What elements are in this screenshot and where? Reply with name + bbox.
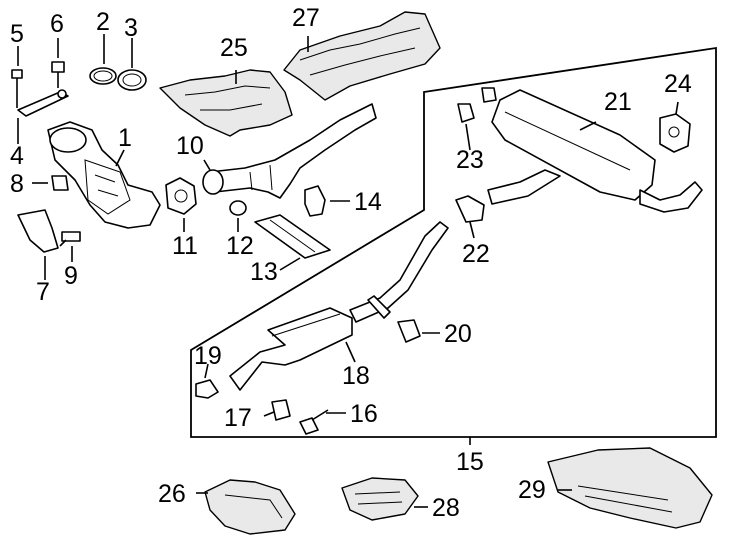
intermediate-pipe-18 <box>229 221 449 391</box>
callout-6: 6 <box>50 10 64 38</box>
callout-2: 2 <box>96 8 110 36</box>
bracket-7 <box>17 209 59 253</box>
callout-8: 8 <box>10 170 24 198</box>
bracket-13 <box>254 214 331 259</box>
insulator-20 <box>397 319 421 343</box>
shield-29 <box>547 447 713 529</box>
callout-10: 10 <box>176 132 204 160</box>
callout-25: 25 <box>220 34 248 62</box>
callout-18: 18 <box>342 362 370 390</box>
clamp-2 <box>89 67 117 85</box>
callout-23: 23 <box>456 146 484 174</box>
clamp-19 <box>195 379 219 399</box>
bolt-5 <box>11 69 23 108</box>
bracket-4 <box>17 89 69 117</box>
callout-20: 20 <box>444 320 472 348</box>
bolt-9 <box>59 231 81 247</box>
clamp-3 <box>117 69 147 91</box>
front-pipe-10 <box>202 103 377 199</box>
callout-16: 16 <box>350 400 378 428</box>
assembly-15-frame <box>190 46 717 438</box>
gasket-11 <box>165 177 197 215</box>
callout-labels: 5 6 2 3 4 1 8 7 9 10 11 12 13 14 25 27 2… <box>10 4 692 522</box>
clamp-22 <box>455 195 485 223</box>
hanger-14 <box>304 185 326 217</box>
callout-15: 15 <box>456 448 484 476</box>
callout-27: 27 <box>292 4 320 32</box>
callout-21: 21 <box>604 88 632 116</box>
seal-12 <box>229 200 247 216</box>
callout-13: 13 <box>250 258 278 286</box>
callout-7: 7 <box>36 278 50 306</box>
callout-5: 5 <box>10 20 24 48</box>
shield-28 <box>341 477 419 521</box>
hanger-16 <box>299 409 329 435</box>
bolt-6 <box>51 61 65 88</box>
callout-11: 11 <box>172 232 198 260</box>
callout-29: 29 <box>518 476 546 504</box>
insulator-17 <box>271 399 291 421</box>
shield-26 <box>204 479 296 535</box>
leader-lines <box>17 34 679 508</box>
catalytic-converter-1 <box>47 121 161 229</box>
hanger-24 <box>659 113 691 153</box>
callout-22: 22 <box>462 240 490 268</box>
callout-9: 9 <box>64 262 78 290</box>
callout-3: 3 <box>124 14 138 42</box>
callout-19: 19 <box>194 342 222 370</box>
callout-26: 26 <box>158 480 186 508</box>
callout-4: 4 <box>10 142 24 170</box>
muffler-21 <box>487 89 703 213</box>
callout-1: 1 <box>118 124 132 152</box>
insulator-23 <box>457 87 497 123</box>
heat-shield-25 <box>159 69 293 137</box>
callout-28: 28 <box>432 494 460 522</box>
nut-8 <box>51 175 69 191</box>
heat-shield-27 <box>283 11 441 101</box>
callout-24: 24 <box>664 70 692 98</box>
callout-14: 14 <box>354 188 382 216</box>
callout-12: 12 <box>226 232 254 260</box>
callout-17: 17 <box>224 404 252 432</box>
